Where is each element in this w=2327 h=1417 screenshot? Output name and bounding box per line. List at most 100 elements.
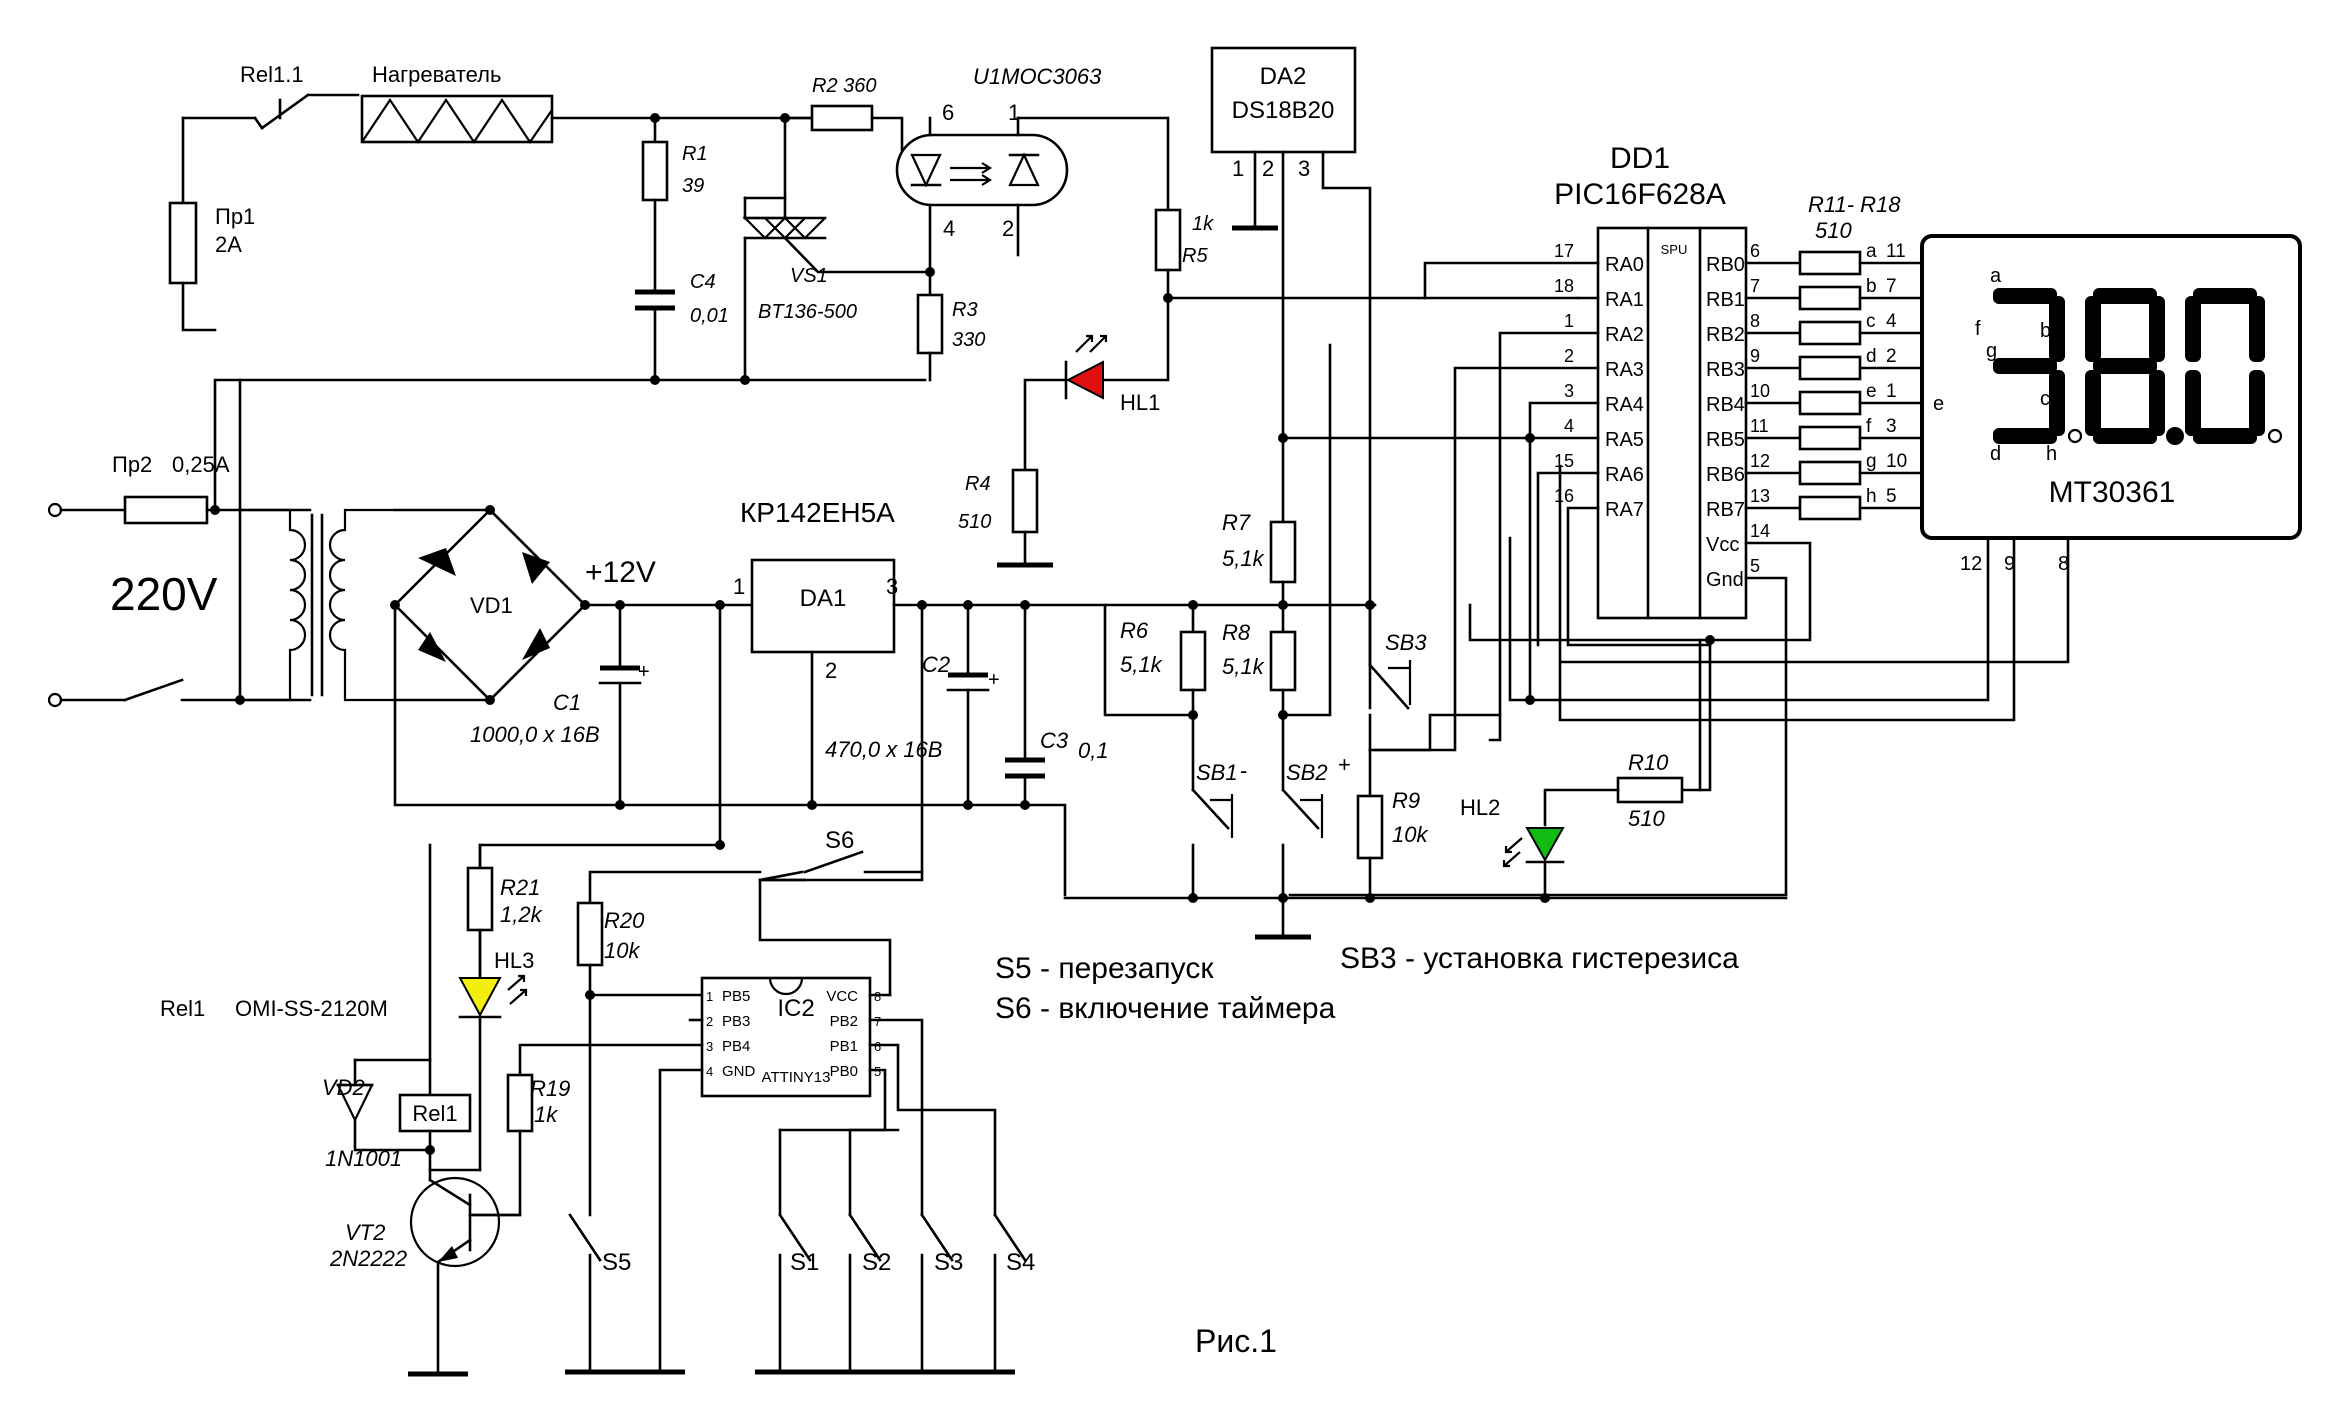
seg-label-g: g [1986,340,1997,362]
c4-label: C4 [690,271,716,293]
display-segment-f [2185,296,2201,362]
relay-rel1-coil [398,1093,472,1133]
disp-pin-12: 12 [1960,553,1982,575]
ic2-pin-num-6: 6 [874,1039,881,1054]
c1-value: 1000,0 x 16B [470,722,600,747]
display-segment-a [1993,288,2057,304]
vd2-label: VD2 [322,1075,365,1100]
dd1-pin-num-6: 6 [1750,241,1760,261]
seg-label-f: f [1975,318,1981,340]
sb2-label: SB2 [1286,760,1328,785]
mains-terminal-top [47,502,63,518]
ic2-pin-name-pb4: PB4 [722,1038,750,1055]
dd1-pin-name-ra3: RA3 [1605,359,1644,381]
r11-r18-label: R11- R18 [1808,192,1901,217]
da2-box [1210,46,1357,154]
r21-label: R21 [500,875,540,900]
r8-label: R8 [1222,620,1251,645]
dd1-pin-num-8: 8 [1750,311,1760,331]
display-segment-g [2093,358,2157,374]
hl2-label: HL2 [1460,795,1500,820]
ic2-pin-num-8: 8 [874,989,881,1004]
segment-label-a: a [1866,241,1877,262]
display-dp-0 [2067,428,2083,444]
regulator-da1 [750,558,896,654]
ic2-label: IC2 [777,995,814,1022]
display-frame [1920,234,2302,540]
dd1-pin-num-9: 9 [1750,346,1760,366]
hl1-label: HL1 [1120,390,1160,415]
r7-value: 5,1k [1222,546,1265,571]
display-dp-2 [2267,428,2283,444]
resistor-r4 [1011,468,1039,534]
ic2-pin-name-pb0: PB0 [830,1063,858,1080]
seg-label-d: d [1990,443,2001,465]
mains-label: 220V [110,568,218,620]
ic2-pin-name-vcc: VCC [826,988,858,1005]
mains-heater-circuit: 220V Пр2 0,25A Пр1 2A Rel1.1 Нагрев [47,62,1580,708]
dd1-pin-name-ra7: RA7 [1605,499,1644,521]
bridge-diode-1 [418,548,456,576]
dd1-pin-name-gnd: Gnd [1706,569,1744,591]
dd1-pin-num-5: 5 [1750,556,1760,576]
segment-pin-2: 2 [1886,346,1897,367]
rel1-type: OMI-SS-2120M [235,996,388,1021]
led-hl2 [1525,827,1565,863]
seg-label-h: h [2046,443,2057,465]
resistor-r3 [916,293,944,355]
resistor-r1 [641,140,669,202]
dd1-right-pins: RB06RB17RB28RB39RB410RB511RB612RB713Vcc1… [1706,241,1770,591]
ic2-pin-num-7: 7 [874,1014,881,1029]
segment-pin-7: 7 [1886,276,1897,297]
transistor-vt2 [409,1176,501,1268]
dd1-pin-num-18: 18 [1554,276,1574,296]
plus12-label: +12V [585,556,656,589]
r10-label: R10 [1628,750,1669,775]
s4-label: S4 [1006,1249,1035,1276]
power-supply: VD1 +12V + C1 1000,0 x 16B DA1 КР142ЕН5А… [240,497,1377,1007]
ic2-pin-name-pb1: PB1 [830,1038,858,1055]
segment-pin-11: 11 [1886,241,1906,262]
segment-resistor-b [1798,285,1862,311]
rel1-label: Rel1 [160,996,205,1021]
note-s5: S5 - перезапуск [995,952,1214,985]
dd1-pin-name-ra4: RA4 [1605,394,1644,416]
display-segment-f [2085,296,2101,362]
dd1-pin-num-12: 12 [1750,451,1770,471]
dd1-pin-num-13: 13 [1750,486,1770,506]
display-dp-1 [2166,427,2184,445]
segment-pin-5: 5 [1886,486,1897,507]
seg-label-b: b [2040,320,2051,342]
hl3-label: HL3 [494,948,534,973]
c3-label: C3 [1040,728,1069,753]
sb1-label: SB1 [1196,760,1238,785]
fuse-pr1-label: Пр1 [215,204,255,229]
dd1-value: PIC16F628A [1554,178,1726,211]
ic2-box [700,976,872,1098]
ic2-pin-num-5: 5 [874,1064,881,1079]
u1-label: U1MOC3063 [973,64,1102,89]
segment-resistor-d [1798,355,1862,381]
segment-resistor-c [1798,320,1862,346]
ic2-pin-name-gnd: GND [722,1063,756,1080]
display-segment-b [2249,296,2265,362]
vd1-label: VD1 [470,593,513,618]
u1-pin1: 1 [1008,100,1020,125]
dd1-pin-name-rb0: RB0 [1706,254,1745,276]
dd1-pin-num-3: 3 [1564,381,1574,401]
dd1-spu: SPU [1661,242,1688,257]
disp-pin-8: 8 [2058,553,2069,575]
led-hl3 [458,977,502,1018]
bridge-diode-3 [418,632,446,662]
resistor-r5 [1154,208,1182,272]
disp-pin-9: 9 [2004,553,2015,575]
r10-value: 510 [1628,806,1665,831]
dd1-pin-num-17: 17 [1554,241,1574,261]
r7-label: R7 [1222,510,1251,535]
segment-pin-1: 1 [1886,381,1897,402]
display-mt30361: f a b g c e d h MT30361 12 9 8 [1508,234,2302,722]
s6-label: S6 [825,827,854,854]
